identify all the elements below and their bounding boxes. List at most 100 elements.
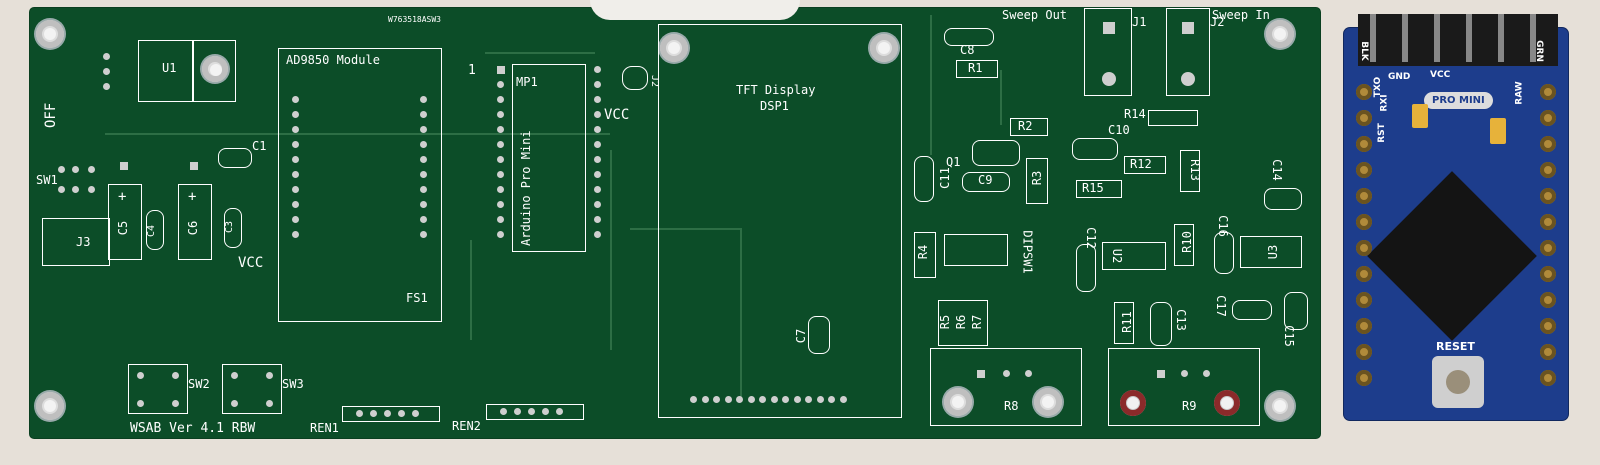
raw-label: RAW [1514,81,1525,105]
r11-label: R11 [1119,311,1134,333]
pad [292,141,299,148]
pad [514,408,521,415]
trace [930,15,932,155]
pad [594,111,601,118]
edge-pin [1356,240,1372,256]
pad [594,126,601,133]
pad [384,410,391,417]
r14-outline [1148,110,1198,126]
c16-label: C16 [1215,215,1230,237]
pad [1182,22,1194,34]
trace [1000,70,1002,125]
r1-outline [956,60,998,78]
pad [356,410,363,417]
j1-label: J1 [1132,15,1147,29]
pad [420,111,427,118]
r2-label: R2 [1018,119,1033,133]
header-pin [1530,14,1536,62]
pin-header [1358,14,1558,66]
pad [594,171,601,178]
fs1-label: FS1 [406,291,428,305]
c15-outline [1284,292,1308,330]
ren2-label: REN2 [452,419,481,433]
pad [292,201,299,208]
header-pin [1434,14,1440,62]
pad [1003,370,1010,377]
edge-pin [1540,136,1556,152]
c17-outline [1232,300,1272,320]
pad [759,396,766,403]
pad [172,372,179,379]
pad [137,372,144,379]
sw2-outline [128,364,188,414]
trace [485,52,595,54]
rst-label: RST [1376,123,1387,143]
j3-outline [42,218,110,266]
tantalum-cap [1412,104,1428,128]
pad [420,171,427,178]
pad [292,156,299,163]
pad [1203,370,1210,377]
r8-outline [930,348,1082,426]
pad [1157,370,1165,378]
c9-label: C9 [978,173,993,187]
r3-label: R3 [1030,170,1045,186]
pad [594,231,601,238]
pad [497,156,504,163]
mounting-hole [870,34,898,62]
edge-pin [1540,84,1556,100]
r13-label: R13 [1187,159,1202,181]
c8-outline [944,28,994,46]
pad [497,126,504,133]
pad [839,396,847,403]
pad [556,408,563,415]
pad [594,81,601,88]
plus-mark: + [118,189,127,205]
mounting-hole [36,20,64,48]
r9-outline [1108,348,1260,426]
r3-outline [1026,158,1048,204]
c4-outline [146,210,164,250]
ad9850-outline [278,48,442,322]
c12-label: C12 [1083,227,1098,249]
c13-label: C13 [1173,309,1188,331]
mounting-hole [36,392,64,420]
pad [497,141,504,148]
trace [470,240,472,340]
pad [1181,370,1188,377]
r9-label: R9 [1182,399,1197,413]
pad [398,410,405,417]
u1-label: U1 [162,61,177,75]
pad [190,162,198,170]
r7-label: R7 [970,314,985,330]
r5-r7-outline [938,300,988,346]
pad [103,83,110,90]
pad [266,400,273,407]
pad [724,396,732,403]
trace [740,228,742,398]
r8-hole [1034,388,1062,416]
q1-outline [972,140,1020,166]
version-label: WSAB Ver 4.1 RBW [130,421,256,436]
plus-mark: + [188,189,197,205]
pad [500,408,507,415]
pad [736,396,743,403]
reset-button[interactable] [1432,356,1484,408]
gnd-label: GND [1388,72,1411,82]
edge-pin [1540,292,1556,308]
edge-pin [1356,110,1372,126]
pad [88,166,95,173]
pad [782,396,789,403]
ren1-label: REN1 [310,421,339,435]
pad [1025,370,1032,377]
reset-label: RESET [1436,340,1475,353]
pad [420,231,427,238]
pad [292,96,299,103]
r10-label: R10 [1179,231,1194,253]
edge-pin [1356,266,1372,282]
c11-label: C11 [937,167,952,189]
j2-jumper-outline [622,66,648,90]
edge-pin [1540,162,1556,178]
c5-outline [108,184,142,260]
pad [266,372,273,379]
